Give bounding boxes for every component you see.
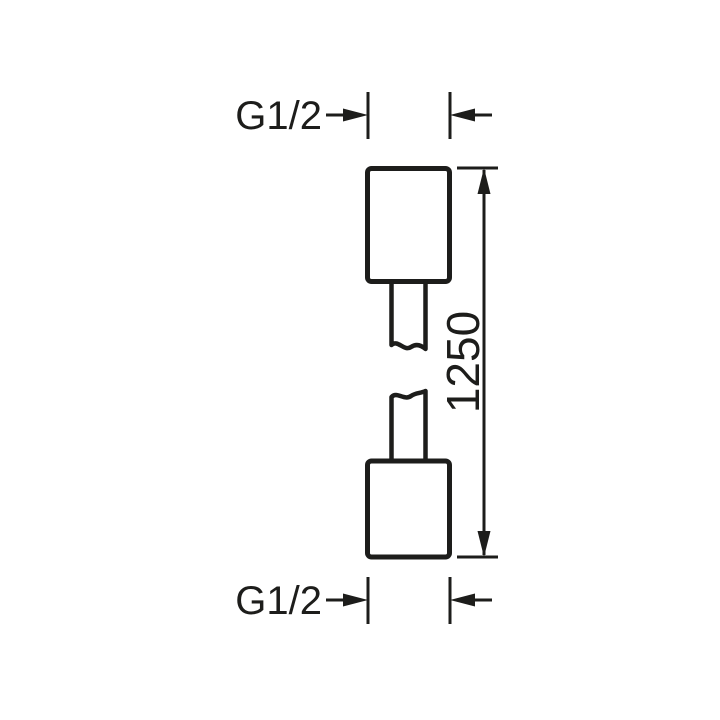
top-thread-dimension: G1/2 [235, 92, 492, 139]
length-dimension: 1250 [437, 166, 498, 559]
upper-hose-segment [389, 279, 428, 352]
hose-assembly [365, 166, 452, 560]
bottom-thread-label: G1/2 [235, 579, 322, 623]
bottom-dim-arrow-right-icon [343, 593, 368, 607]
bottom-dim-arrow-left-icon [450, 593, 475, 607]
top-connector-nut [365, 166, 452, 284]
lower-hose-segment [389, 388, 428, 464]
top-thread-label: G1/2 [235, 94, 322, 138]
bottom-connector-nut [365, 458, 452, 560]
length-arrow-up-icon [477, 168, 491, 194]
length-arrow-down-icon [477, 531, 491, 557]
top-dim-arrow-right-icon [343, 108, 368, 122]
top-dim-arrow-left-icon [450, 108, 475, 122]
length-label: 1250 [437, 311, 489, 413]
bottom-thread-dimension: G1/2 [235, 577, 492, 624]
